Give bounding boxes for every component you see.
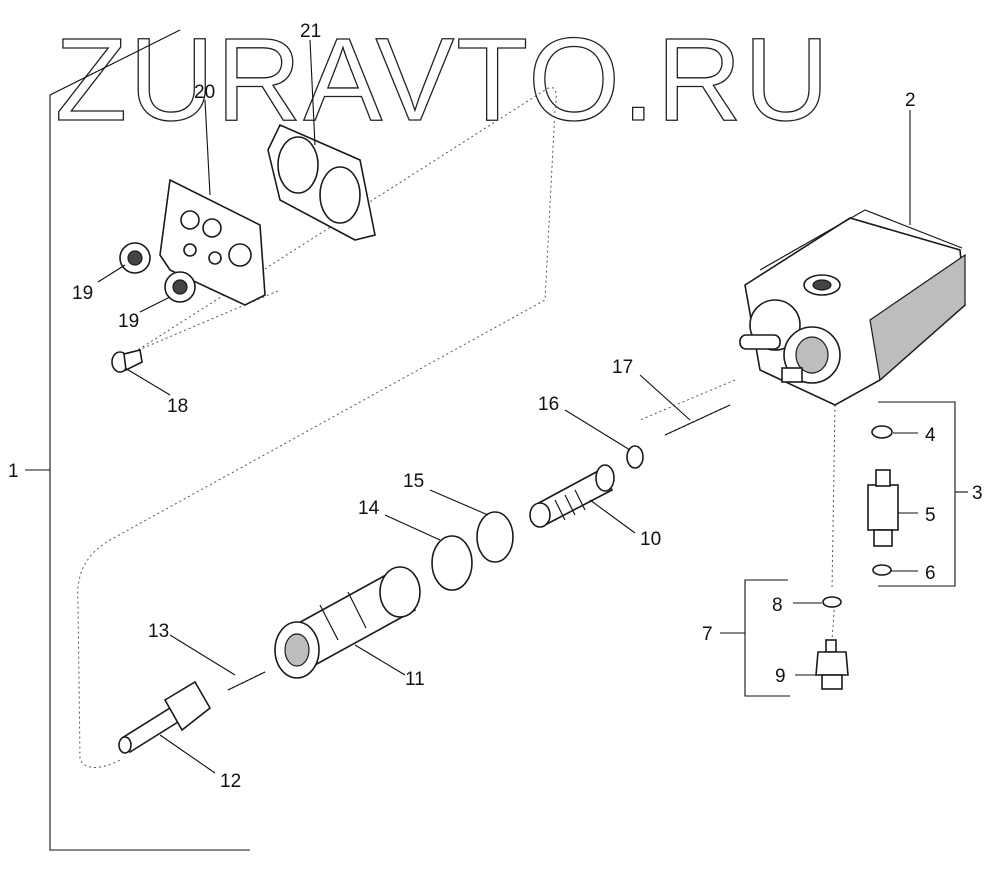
part-17-spring [664,404,731,436]
part-14-ring [431,535,473,591]
part-5-fitting [867,469,899,547]
part-18-screw [111,349,143,373]
callout-6: 6 [925,563,936,584]
callout-7: 7 [702,624,713,645]
callout-18: 18 [167,396,188,417]
callout-5: 5 [925,505,936,526]
callout-20: 20 [194,82,215,103]
callout-16: 16 [538,394,559,415]
assembly-path-lines [77,87,836,768]
part-2-valve-housing [739,209,966,406]
callout-4: 4 [925,425,936,446]
part-11-sleeve [274,566,421,679]
callout-21: 21 [300,21,321,42]
callout-2: 2 [905,90,916,111]
part-4-o-ring [871,425,893,439]
callout-3: 3 [972,483,983,504]
part-10-spool [529,464,615,528]
callout-11: 11 [405,669,425,690]
assembly-bracket-1 [25,29,250,851]
part-19-seal-upper [119,242,151,274]
callout-13: 13 [148,621,169,642]
part-12-plunger [118,680,212,754]
leader-lines [97,39,918,774]
callout-8: 8 [772,595,783,616]
part-13-spring [227,671,266,691]
callout-17: 17 [612,357,633,378]
callout-1: 1 [8,461,19,482]
callout-9: 9 [775,666,786,687]
callout-19-upper: 19 [72,283,93,304]
watermark-text: ZURAVTO.RU [55,14,831,146]
assembly-bracket-3 [878,401,956,587]
part-6-o-ring [872,564,892,576]
callout-10: 10 [640,529,661,550]
callout-19-lower: 19 [118,311,139,332]
part-9-sensor [815,639,849,690]
part-21-gasket [267,123,376,241]
part-8-o-ring [822,596,842,608]
callout-12: 12 [220,771,241,792]
part-15-ring [476,511,514,563]
callout-15: 15 [403,471,424,492]
callout-14: 14 [358,498,380,519]
part-16-o-ring [626,445,644,469]
part-19-seal-lower [164,271,196,303]
assembly-bracket-7 [744,579,790,697]
